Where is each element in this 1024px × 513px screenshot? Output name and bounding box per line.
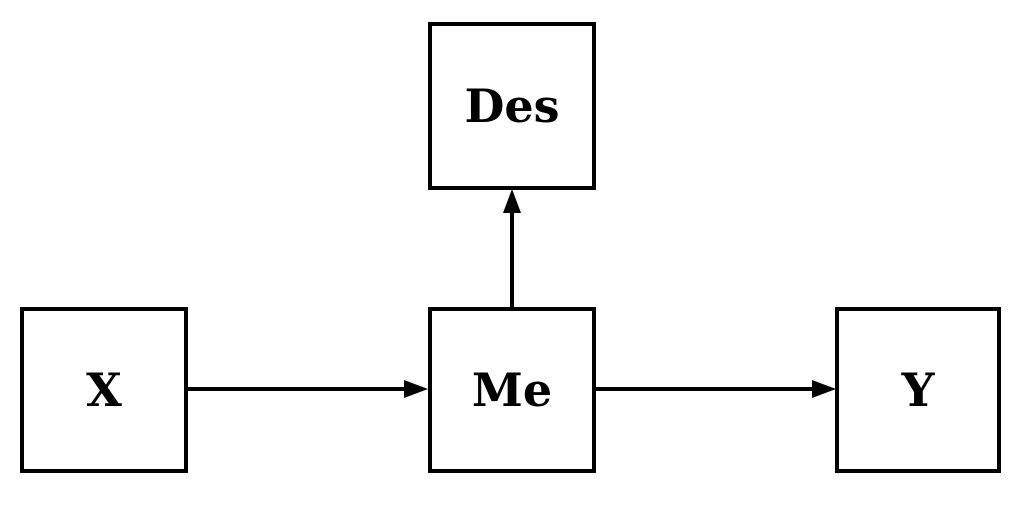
node-des-box: [428, 22, 596, 190]
node-y-label: Y: [901, 363, 936, 417]
edge-me-to-y: [596, 380, 836, 398]
edge-me-to-des: [503, 189, 521, 307]
node-me-box: [428, 307, 596, 473]
node-des: Des: [428, 22, 596, 190]
node-me: Me: [428, 307, 596, 473]
node-des-label: Des: [464, 79, 559, 133]
node-x-box: [20, 307, 188, 473]
node-x: X: [20, 307, 188, 473]
node-y: Y: [835, 307, 1001, 473]
node-y-box: [835, 307, 1001, 473]
node-me-label: Me: [472, 363, 552, 417]
edge-x-to-me: [188, 380, 428, 398]
node-x-label: X: [86, 363, 122, 417]
